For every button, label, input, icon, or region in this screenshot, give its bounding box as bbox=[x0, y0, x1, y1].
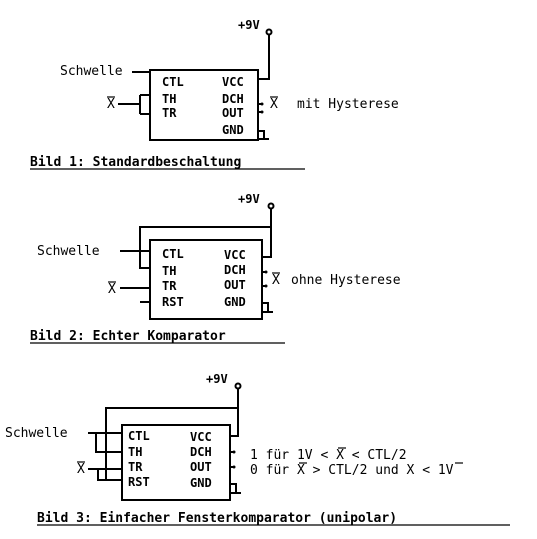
output-label-2: ohne Hysterese bbox=[291, 273, 401, 288]
output-x-label-1: X bbox=[270, 97, 278, 112]
input-label-3: X bbox=[77, 462, 85, 477]
pin-dch-3: DCH bbox=[190, 445, 212, 459]
figure-3: +9V CTL TH TR RST VCC DCH OUT GND Schwel… bbox=[5, 372, 510, 526]
threshold-wire-3 bbox=[88, 432, 122, 453]
truth-line-1-b: < CTL/2 bbox=[344, 448, 407, 463]
pin-ctl-3: CTL bbox=[128, 429, 150, 443]
pin-dch-1: DCH bbox=[222, 92, 244, 106]
dch-node-1 bbox=[260, 102, 264, 106]
supply-terminal-2 bbox=[267, 202, 275, 210]
truth-line-1-x: X bbox=[336, 448, 344, 463]
gnd-wire-3 bbox=[230, 483, 241, 494]
caption-3: Bild 3: Einfacher Fensterkomparator (uni… bbox=[37, 511, 397, 526]
dch-node-2 bbox=[264, 270, 268, 274]
out-node-1 bbox=[260, 110, 264, 114]
caption-1: Bild 1: Standardbeschaltung bbox=[30, 155, 241, 170]
pin-gnd-2: GND bbox=[224, 295, 246, 309]
ic-555-3 bbox=[121, 424, 231, 501]
truth-line-2-a: 0 für bbox=[250, 463, 297, 478]
ic-555-1 bbox=[149, 69, 259, 141]
gnd-wire-1 bbox=[258, 130, 269, 140]
pin-rst-2: RST bbox=[162, 295, 184, 309]
pin-dch-2: DCH bbox=[224, 263, 246, 277]
pin-vcc-1: VCC bbox=[222, 75, 244, 89]
supply-label-2: +9V bbox=[238, 192, 260, 206]
caption-2: Bild 2: Echter Komparator bbox=[30, 329, 226, 344]
truth-line-2-x1: X bbox=[297, 463, 305, 478]
supply-label-1: +9V bbox=[238, 18, 260, 32]
output-x-label-2: X bbox=[272, 273, 280, 288]
input-wire-3 bbox=[88, 468, 122, 481]
truth-line-2-x2: X bbox=[407, 463, 415, 478]
input-label-1: X bbox=[107, 97, 115, 112]
pin-out-1: OUT bbox=[222, 106, 244, 120]
out-node-3 bbox=[232, 465, 236, 469]
pin-th-1: TH bbox=[162, 92, 176, 106]
pin-tr-2: TR bbox=[162, 279, 177, 293]
truth-line-2-b: > CTL/2 und bbox=[305, 463, 407, 478]
input-wire-1 bbox=[118, 94, 150, 115]
input-label-2: X bbox=[108, 282, 116, 297]
out-node-2 bbox=[264, 284, 268, 288]
pin-th-2: TH bbox=[162, 264, 176, 278]
threshold-label-1: Schwelle bbox=[60, 64, 123, 79]
threshold-label-2: Schwelle bbox=[37, 244, 100, 259]
pin-gnd-3: GND bbox=[190, 476, 212, 490]
supply-terminal-1 bbox=[265, 28, 273, 36]
vcc-wire-3 bbox=[230, 388, 239, 437]
vcc-wire-2 bbox=[262, 208, 272, 258]
pin-vcc-2: VCC bbox=[224, 248, 246, 262]
vcc-wire-1 bbox=[258, 34, 270, 80]
pin-gnd-1: GND bbox=[222, 123, 244, 137]
figure-2: +9V CTL TH TR RST VCC DCH OUT GND Schwel… bbox=[30, 192, 401, 344]
pin-vcc-3: VCC bbox=[190, 430, 212, 444]
truth-line-1-a: 1 für 1V < bbox=[250, 448, 336, 463]
supply-terminal-3 bbox=[234, 382, 242, 390]
truth-line-1: 1 für 1V < X < CTL/2 bbox=[250, 448, 407, 463]
pin-out-3: OUT bbox=[190, 460, 212, 474]
pin-tr-3: TR bbox=[128, 460, 143, 474]
vcc-to-th-wire-2 bbox=[139, 226, 271, 269]
threshold-label-3: Schwelle bbox=[5, 426, 68, 441]
vcc-to-rst-wire-3 bbox=[105, 407, 238, 481]
truth-line-2: 0 für X > CTL/2 und X < 1V bbox=[250, 463, 454, 478]
ic-555-2 bbox=[149, 239, 263, 320]
pin-out-2: OUT bbox=[224, 278, 246, 292]
pin-rst-3: RST bbox=[128, 475, 150, 489]
pin-ctl-2: CTL bbox=[162, 247, 184, 261]
truth-line-2-c: < 1V bbox=[414, 463, 453, 478]
gnd-wire-2 bbox=[262, 302, 273, 313]
pin-tr-1: TR bbox=[162, 106, 177, 120]
dch-node-3 bbox=[232, 450, 236, 454]
pin-th-3: TH bbox=[128, 445, 142, 459]
pin-ctl-1: CTL bbox=[162, 75, 184, 89]
figure-1: +9V CTL TH TR VCC DCH OUT GND Schwelle X… bbox=[30, 18, 399, 170]
output-label-1: mit Hysterese bbox=[297, 97, 399, 112]
supply-label-3: +9V bbox=[206, 372, 228, 386]
